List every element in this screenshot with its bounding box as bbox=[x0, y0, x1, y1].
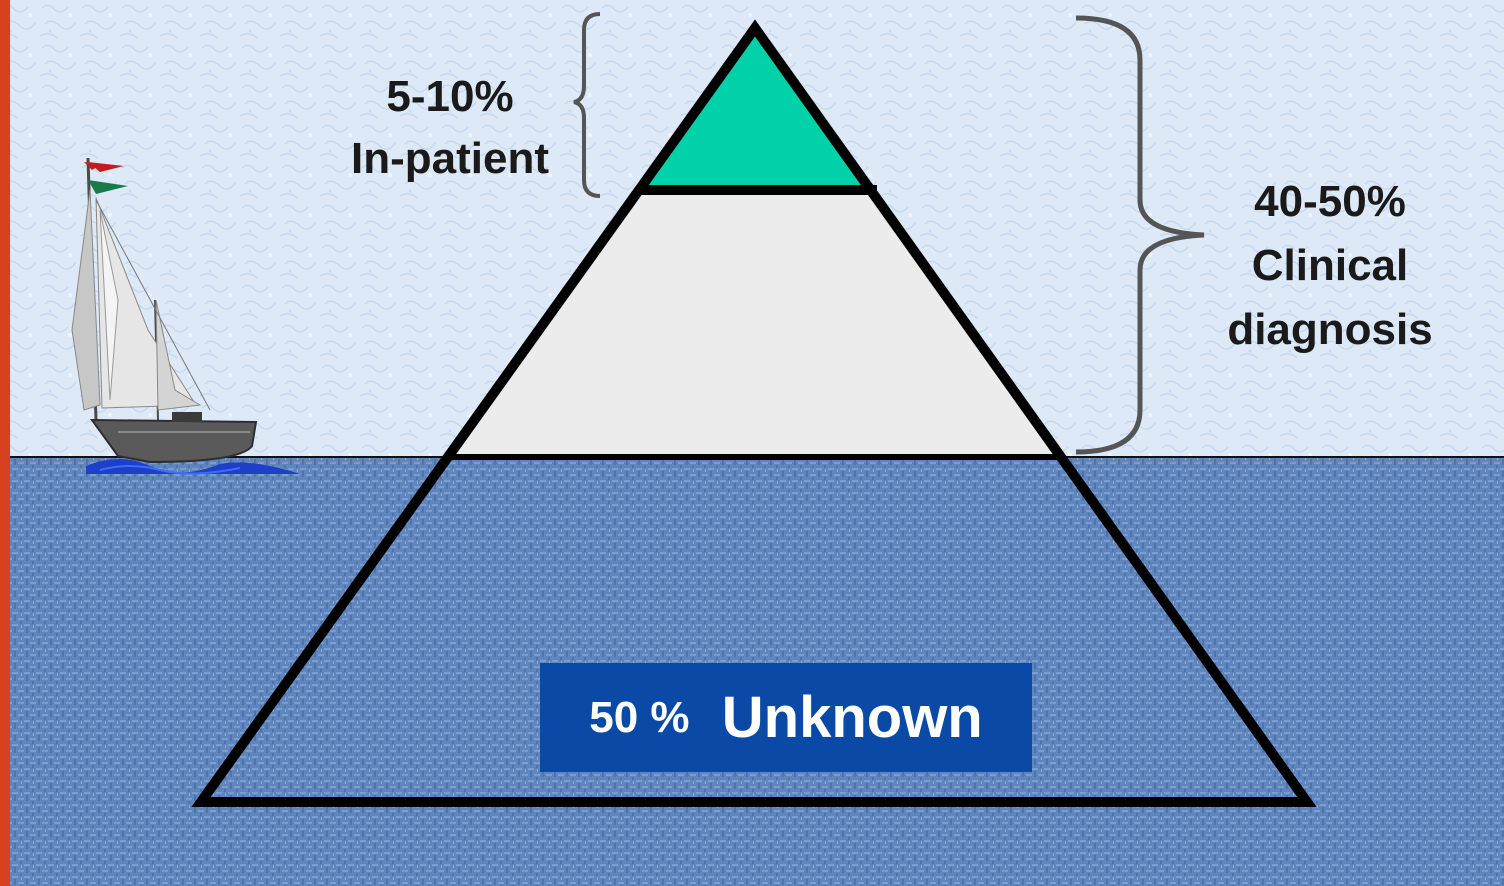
pyramid-middle bbox=[449, 190, 1061, 457]
clinical-line1: Clinical bbox=[1251, 241, 1409, 290]
unknown-spacer bbox=[690, 684, 722, 751]
clinical-diagnosis-label: 40-50% Clinical diagnosis bbox=[1180, 170, 1480, 362]
inpatient-label: 5-10% In-patient bbox=[300, 66, 600, 190]
unknown-text: Unknown bbox=[721, 685, 983, 750]
inpatient-text: In-patient bbox=[351, 134, 549, 183]
brace-large bbox=[1075, 15, 1205, 455]
unknown-percent: 50 % bbox=[589, 692, 690, 742]
pyramid-tip bbox=[637, 28, 877, 190]
clinical-line2: diagnosis bbox=[1227, 305, 1433, 354]
clinical-percent: 40-50% bbox=[1254, 177, 1406, 226]
brace-small bbox=[573, 12, 601, 198]
inpatient-percent: 5-10% bbox=[386, 72, 514, 121]
unknown-label-box: 50 % Unknown bbox=[540, 663, 1032, 772]
left-border bbox=[0, 0, 10, 886]
sailboat-icon bbox=[71, 157, 300, 475]
pyramid-outline bbox=[191, 19, 1317, 807]
